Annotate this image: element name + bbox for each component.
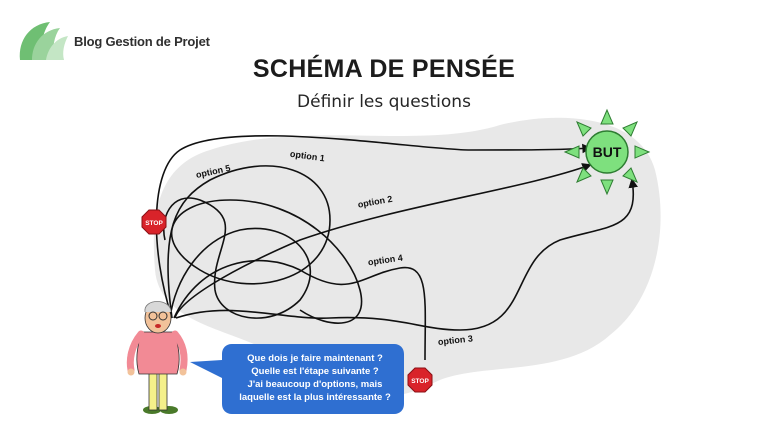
- option-paths: [155, 134, 638, 361]
- brand-name: Blog Gestion de Projet: [74, 34, 210, 49]
- speech-bubble: [190, 344, 404, 414]
- speech-line: Quelle est l'étape suivante ?: [251, 366, 379, 377]
- page-subtitle: Définir les questions: [297, 92, 471, 112]
- person-figure: [126, 301, 188, 414]
- goal-label: BUT: [593, 144, 622, 160]
- speech-text: Que dois je faire maintenant ? Quelle es…: [226, 352, 404, 404]
- label-option-3: option 3: [437, 333, 473, 347]
- label-option-4: option 4: [367, 253, 403, 268]
- stop-label: STOP: [145, 220, 163, 227]
- path-option-4: [173, 259, 427, 361]
- path-option-2: [174, 163, 592, 319]
- background-cloud: [153, 117, 661, 398]
- speech-line: J'ai beaucoup d'options, mais: [247, 379, 383, 390]
- stop-sign-right: STOP: [407, 367, 433, 393]
- path-option-3: [175, 178, 638, 331]
- stop-label: STOP: [411, 378, 429, 385]
- speech-line: laquelle est la plus intéressante ?: [239, 392, 391, 403]
- goal-sun-icon: BUT: [563, 108, 651, 196]
- leaf-logo-icon: [19, 22, 68, 60]
- path-tangle: [163, 197, 312, 319]
- speech-line: Que dois je faire maintenant ?: [247, 353, 383, 364]
- stop-sign-left: STOP: [141, 209, 167, 235]
- page-title: SCHÉMA DE PENSÉE: [252, 55, 516, 83]
- label-option-1: option 1: [289, 149, 325, 164]
